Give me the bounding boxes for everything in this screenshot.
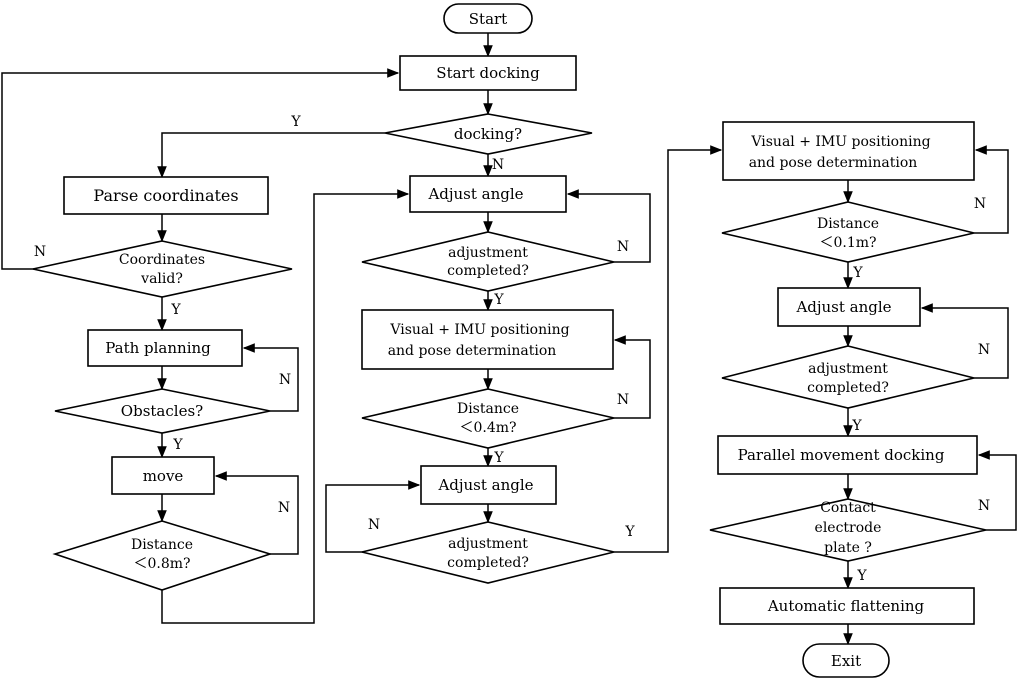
svg-text:electrode: electrode	[815, 520, 882, 536]
label-docking-yes: Y	[290, 114, 301, 130]
adjustment-completed-decision-1: adjustment completed?	[361, 231, 615, 292]
svg-text:adjustment: adjustment	[448, 536, 528, 552]
svg-text:Parallel movement docking: Parallel movement docking	[738, 446, 945, 464]
edge-completed-3-no-loop	[920, 303, 1009, 379]
label-coordinates-yes: Y	[170, 302, 181, 318]
svg-text:completed?: completed?	[447, 555, 529, 571]
svg-text:＜0.1m?: ＜0.1m?	[819, 235, 876, 251]
svg-text:Adjust angle: Adjust angle	[795, 298, 891, 316]
edge-distance-04-no-loop	[613, 335, 651, 419]
distance-01-decision: Distance ＜0.1m?	[721, 201, 975, 263]
edge-distance-08-yes-to-adjust-angle-1	[161, 189, 410, 624]
svg-text:adjustment: adjustment	[448, 245, 528, 261]
label-completed-3-yes: Y	[851, 418, 862, 434]
svg-text:Obstacles?: Obstacles?	[121, 402, 203, 420]
move-box: move	[111, 456, 215, 495]
edge-distance-08-no-loop	[214, 471, 299, 555]
path-planning-box: Path planning	[87, 329, 243, 367]
svg-text:Exit: Exit	[831, 652, 861, 670]
label-completed-3-no: N	[978, 342, 990, 358]
branch-labels: Y N N Y N Y N N Y N Y N Y N Y N Y N Y	[34, 114, 990, 584]
label-completed-2-no: N	[368, 517, 380, 533]
distance-08-decision: Distance ＜0.8m?	[52, 520, 273, 591]
label-distance-04-no: N	[617, 392, 629, 408]
svg-text:move: move	[143, 467, 184, 485]
label-distance-01-yes: Y	[852, 265, 863, 281]
label-docking-no: N	[492, 157, 504, 173]
edge-completed-1-no-loop	[566, 189, 651, 263]
svg-text:plate ?: plate ?	[824, 540, 872, 556]
svg-text:Distance: Distance	[817, 216, 879, 232]
visual-imu-positioning-box-2: Visual + IMU positioning and pose determ…	[722, 121, 975, 181]
edges	[1, 33, 1017, 646]
svg-text:Start: Start	[469, 10, 507, 28]
label-distance-01-no: N	[974, 196, 986, 212]
label-obstacles-yes: Y	[172, 437, 183, 453]
svg-text:Visual + IMU positioning: Visual + IMU positioning	[750, 134, 930, 150]
svg-text:docking?: docking?	[454, 125, 522, 143]
edge-coordinates-invalid-to-start-docking	[1, 68, 400, 270]
svg-text:Distance: Distance	[131, 537, 193, 553]
label-completed-2-yes: Y	[624, 524, 635, 540]
svg-text:Visual + IMU positioning: Visual + IMU positioning	[389, 322, 569, 338]
label-contact-yes: Y	[856, 568, 867, 584]
svg-text:Adjust angle: Adjust angle	[427, 185, 523, 203]
edge-obstacles-yes-loop	[242, 343, 299, 412]
automatic-flattening-box: Automatic flattening	[719, 587, 975, 625]
label-distance-04-yes: Y	[493, 450, 504, 466]
contact-electrode-plate-decision: Contact electrode plate ?	[709, 498, 987, 562]
svg-text:＜0.8m?: ＜0.8m?	[133, 556, 190, 572]
start-terminal: Start	[443, 3, 533, 34]
coordinates-valid-decision: Coordinates valid?	[32, 240, 293, 298]
svg-text:valid?: valid?	[140, 271, 183, 287]
svg-text:Path planning: Path planning	[105, 339, 211, 357]
svg-text:Distance: Distance	[457, 401, 519, 417]
visual-imu-positioning-box-1: Visual + IMU positioning and pose determ…	[361, 309, 614, 370]
svg-text:Adjust angle: Adjust angle	[437, 476, 533, 494]
svg-text:＜0.4m?: ＜0.4m?	[459, 420, 516, 436]
svg-text:Automatic flattening: Automatic flattening	[767, 597, 925, 615]
nodes: Start Start docking docking? Parse coord…	[32, 3, 987, 678]
label-completed-1-yes: Y	[493, 292, 504, 308]
adjustment-completed-decision-3: adjustment completed?	[721, 345, 975, 409]
svg-text:and pose determination: and pose determination	[388, 343, 557, 359]
label-distance-08-no: N	[278, 500, 290, 516]
label-obstacles-no: N	[279, 372, 291, 388]
exit-terminal: Exit	[802, 643, 890, 678]
obstacles-decision: Obstacles?	[54, 388, 271, 434]
parallel-movement-docking-box: Parallel movement docking	[717, 435, 978, 475]
label-completed-1-no: N	[617, 239, 629, 255]
docking-decision: docking?	[384, 113, 593, 155]
svg-text:adjustment: adjustment	[808, 361, 888, 377]
edge-docking-yes-to-parse	[157, 132, 385, 179]
adjustment-completed-decision-2: adjustment completed?	[361, 521, 615, 584]
svg-text:completed?: completed?	[447, 263, 529, 279]
edge-completed-2-no-loop	[325, 480, 421, 553]
start-docking-box: Start docking	[399, 55, 577, 91]
adjust-angle-box-3: Adjust angle	[777, 287, 921, 327]
label-contact-no: N	[978, 498, 990, 514]
svg-text:completed?: completed?	[807, 380, 889, 396]
svg-text:Contact: Contact	[820, 500, 876, 516]
adjust-angle-box-2: Adjust angle	[420, 465, 557, 505]
distance-04-decision: Distance ＜0.4m?	[361, 388, 615, 449]
svg-text:and pose determination: and pose determination	[749, 155, 918, 171]
edge-completed-2-yes-to-visual-2	[614, 145, 723, 553]
edge-contact-no-loop	[977, 450, 1017, 531]
svg-text:Coordinates: Coordinates	[119, 252, 205, 268]
svg-text:Start docking: Start docking	[436, 64, 540, 82]
label-coordinates-no: N	[34, 244, 46, 260]
parse-coordinates-box: Parse coordinates	[63, 176, 269, 215]
svg-text:Parse coordinates: Parse coordinates	[93, 186, 238, 205]
edge-distance-01-no-loop	[974, 145, 1009, 234]
adjust-angle-box-1: Adjust angle	[409, 175, 567, 213]
